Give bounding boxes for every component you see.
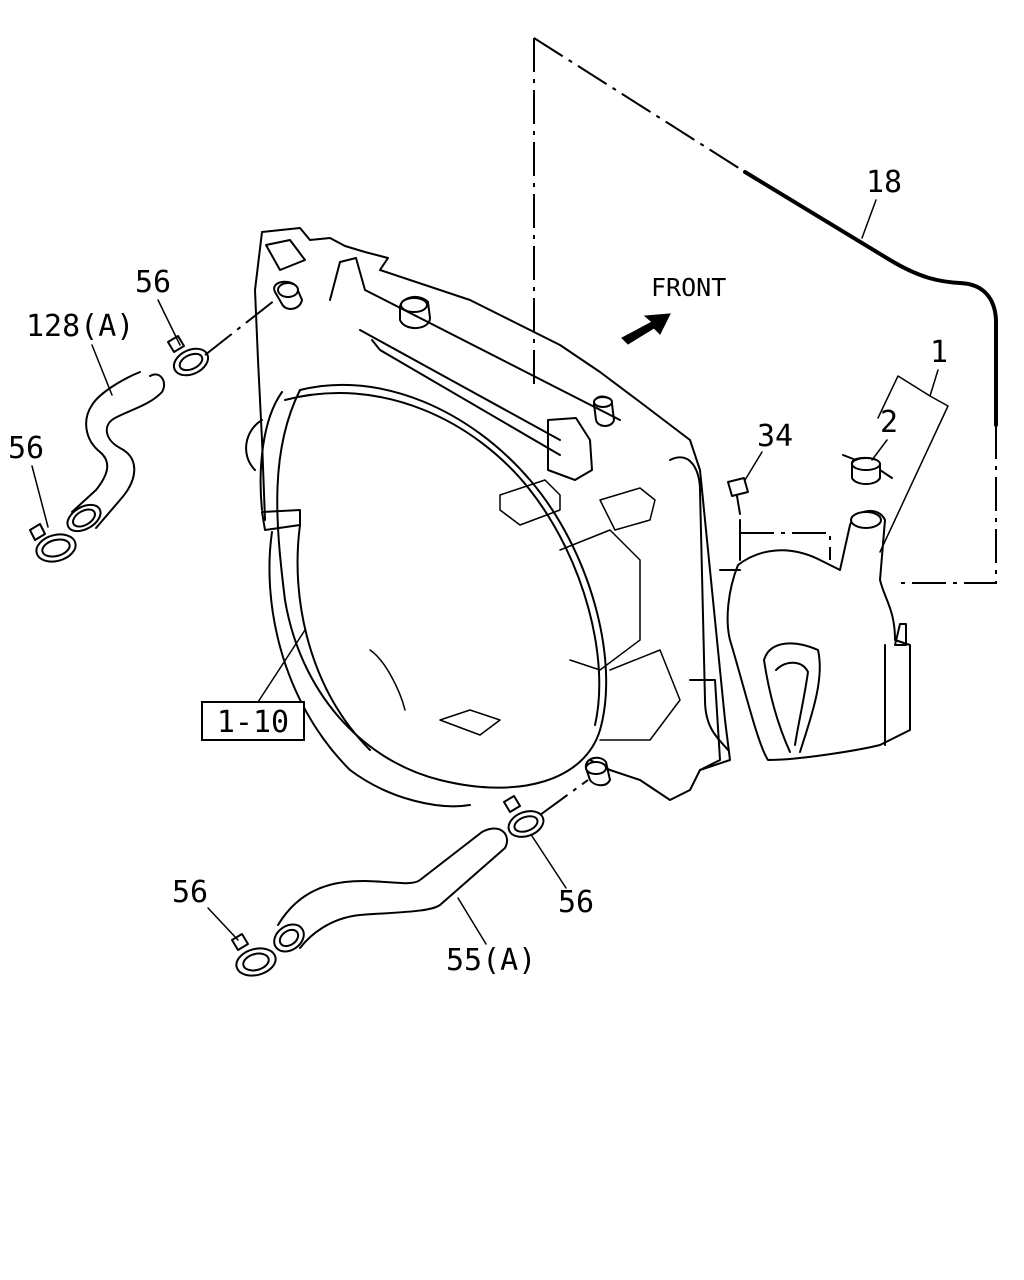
- callout-34: 34: [757, 419, 793, 454]
- upper-hose: [66, 371, 166, 533]
- callout-56-bottom: 56: [172, 875, 208, 910]
- callout-56-right: 56: [558, 885, 594, 920]
- clamp-bottom: [231, 933, 277, 977]
- reference-box-label: 1-10: [217, 705, 289, 740]
- callout-1: 1: [930, 335, 948, 370]
- callouts: 18 1 2 34 56 128(A) 56 56 56 55(A): [8, 165, 949, 978]
- front-arrow-icon: [621, 313, 671, 345]
- callout-2: 2: [880, 405, 898, 440]
- callout-56-left: 56: [8, 431, 44, 466]
- callout-55a: 55(A): [446, 943, 536, 978]
- callout-128a: 128(A): [26, 309, 134, 344]
- front-label: FRONT: [651, 273, 726, 302]
- radiator-assembly: [245, 227, 731, 808]
- reserve-tank: [719, 510, 911, 761]
- callout-56-top: 56: [135, 265, 171, 300]
- clamp-top: [167, 299, 276, 377]
- callout-18: 18: [866, 165, 902, 200]
- overflow-hose: [533, 37, 998, 584]
- front-indicator: FRONT: [621, 273, 726, 345]
- clamp-right: [503, 779, 589, 838]
- cap-2: [842, 454, 893, 485]
- clamp-left: [29, 523, 77, 563]
- lower-hose: [273, 827, 508, 953]
- reference-box: 1-10: [201, 629, 306, 741]
- bolt-34: [727, 477, 749, 561]
